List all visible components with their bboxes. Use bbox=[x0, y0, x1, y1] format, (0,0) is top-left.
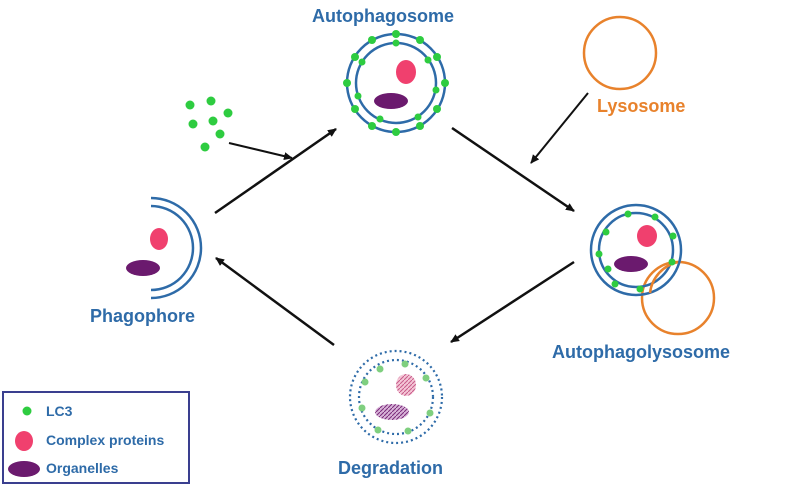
degrading-complex-protein bbox=[396, 374, 416, 396]
lc3-dot bbox=[188, 119, 198, 129]
autophagolysosome-label: Autophagolysosome bbox=[552, 342, 731, 362]
pink-ellipse-icon bbox=[15, 431, 33, 451]
phagophore-structure bbox=[126, 196, 203, 300]
arrow-lysosome-fusion bbox=[530, 92, 589, 164]
lysosome-vesicle bbox=[582, 15, 658, 91]
lc3-dot-icon bbox=[22, 406, 32, 416]
phagophore-label: Phagophore bbox=[90, 306, 196, 326]
legend-item-lc3: LC3 bbox=[4, 401, 190, 421]
lc3-dot bbox=[185, 100, 195, 110]
free-lc3-cluster bbox=[185, 96, 233, 152]
lc3-ring-outer bbox=[343, 30, 449, 136]
autophagosome-label: Autophagosome bbox=[312, 6, 454, 26]
purple-ellipse-icon bbox=[8, 461, 40, 477]
legend-item-complex-proteins: Complex proteins bbox=[4, 430, 190, 451]
degradation-vesicle bbox=[348, 349, 444, 445]
arrow-lc3-recruitment bbox=[228, 142, 293, 161]
organelle bbox=[374, 93, 408, 109]
legend-label: LC3 bbox=[46, 403, 73, 419]
lysosome-label: Lysosome bbox=[597, 96, 686, 116]
legend-label: Complex proteins bbox=[46, 432, 165, 448]
cycle-arrows bbox=[214, 92, 589, 347]
lc3-ring-inner bbox=[354, 39, 440, 123]
legend: LC3 Complex proteins Organelles bbox=[2, 391, 190, 484]
organelle bbox=[126, 260, 160, 276]
legend-label: Organelles bbox=[46, 460, 119, 476]
autophagolysosome-vesicle bbox=[589, 203, 716, 336]
autophagosome-vesicle bbox=[343, 30, 449, 136]
arrow-phagophore-to-autophagosome bbox=[214, 127, 337, 215]
complex-protein bbox=[150, 228, 168, 250]
lc3-ring bbox=[595, 210, 677, 293]
lc3-dot bbox=[215, 129, 225, 139]
complex-protein bbox=[396, 60, 416, 84]
degradation-label: Degradation bbox=[338, 458, 444, 478]
lc3-dot bbox=[200, 142, 210, 152]
arrow-degradation-to-phagophore bbox=[215, 256, 335, 347]
lc3-dot bbox=[223, 108, 233, 118]
complex-protein bbox=[637, 225, 657, 247]
organelle bbox=[614, 256, 648, 272]
arrow-autophagolysosome-to-degradation bbox=[450, 260, 575, 344]
lc3-dot bbox=[208, 116, 218, 126]
degrading-organelle bbox=[375, 404, 409, 420]
arrow-autophagosome-to-autophagolysosome bbox=[451, 126, 575, 213]
lc3-ring-faded bbox=[358, 360, 434, 435]
legend-item-organelles: Organelles bbox=[4, 458, 190, 478]
lc3-dot bbox=[206, 96, 216, 106]
